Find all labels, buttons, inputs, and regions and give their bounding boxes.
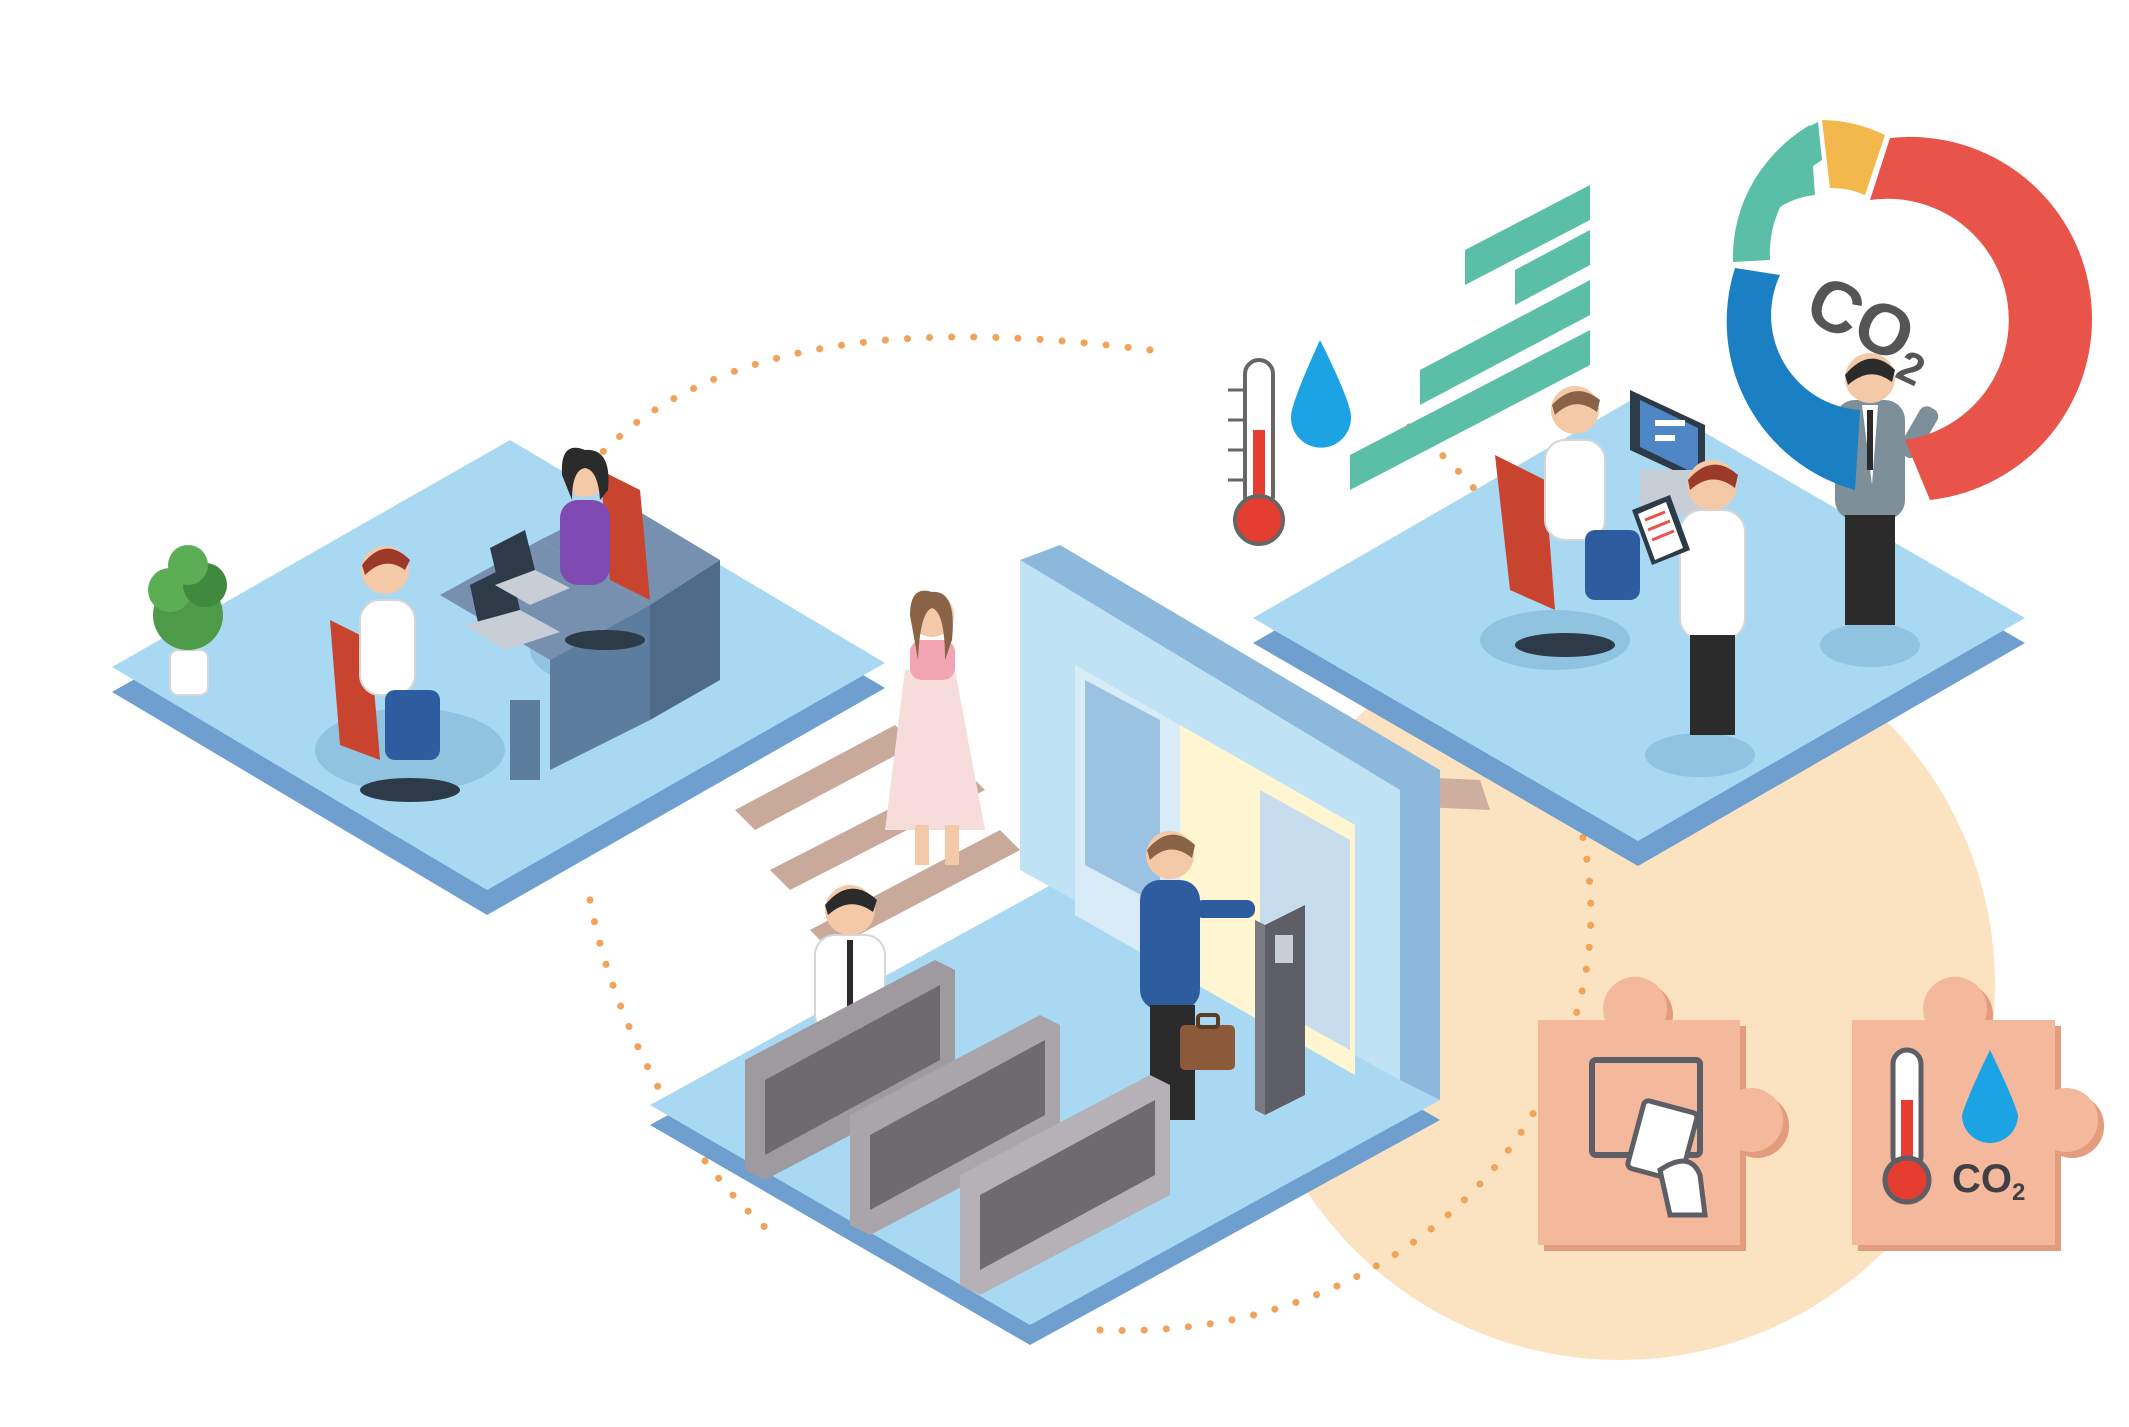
office-platform — [112, 440, 885, 915]
man-at-laptop — [359, 546, 460, 802]
gauge-segment-blue — [1726, 268, 1860, 490]
gauge-segment-green — [1732, 122, 1822, 262]
puzzle-piece-access-card — [1538, 976, 1790, 1251]
tablet-icon — [1632, 495, 1690, 565]
entrance-platform — [650, 545, 1490, 1345]
seated-operator — [1544, 386, 1640, 600]
sensor-co2-sub: 2 — [2012, 1179, 2025, 1206]
laptop-icon — [465, 530, 570, 650]
gauge-segment-red — [1870, 136, 2093, 500]
sensor-co2-main: CO — [1952, 1157, 2012, 1201]
office-chair — [1495, 455, 1615, 657]
turnstile-gate-icon — [745, 960, 1170, 1295]
thermometer-icon — [1228, 358, 1285, 546]
monitor-icon — [1630, 390, 1705, 515]
man-with-briefcase — [1140, 831, 1255, 1120]
card-tap-icon — [1589, 1057, 1708, 1218]
water-drop-icon — [1291, 340, 1351, 448]
data-bars — [1350, 185, 1590, 490]
water-drop-icon — [1962, 1050, 2018, 1143]
thermometer-icon — [1882, 1047, 1932, 1205]
gauge-segment-yellow — [1822, 120, 1885, 195]
card-reader-icon — [1255, 905, 1305, 1115]
briefcase-icon — [1180, 1013, 1235, 1070]
monitoring-platform — [1253, 353, 2025, 866]
co2-gauge: CO2 — [1726, 120, 2093, 500]
walking-woman — [885, 590, 985, 865]
plant-icon — [148, 545, 227, 696]
sensor-co2-label: CO2 — [1952, 1157, 2025, 1206]
man-with-tablet — [1632, 460, 1746, 735]
puzzle-piece-environment-sensors: CO2 — [1852, 976, 2105, 1251]
woman-at-laptop — [560, 447, 645, 650]
